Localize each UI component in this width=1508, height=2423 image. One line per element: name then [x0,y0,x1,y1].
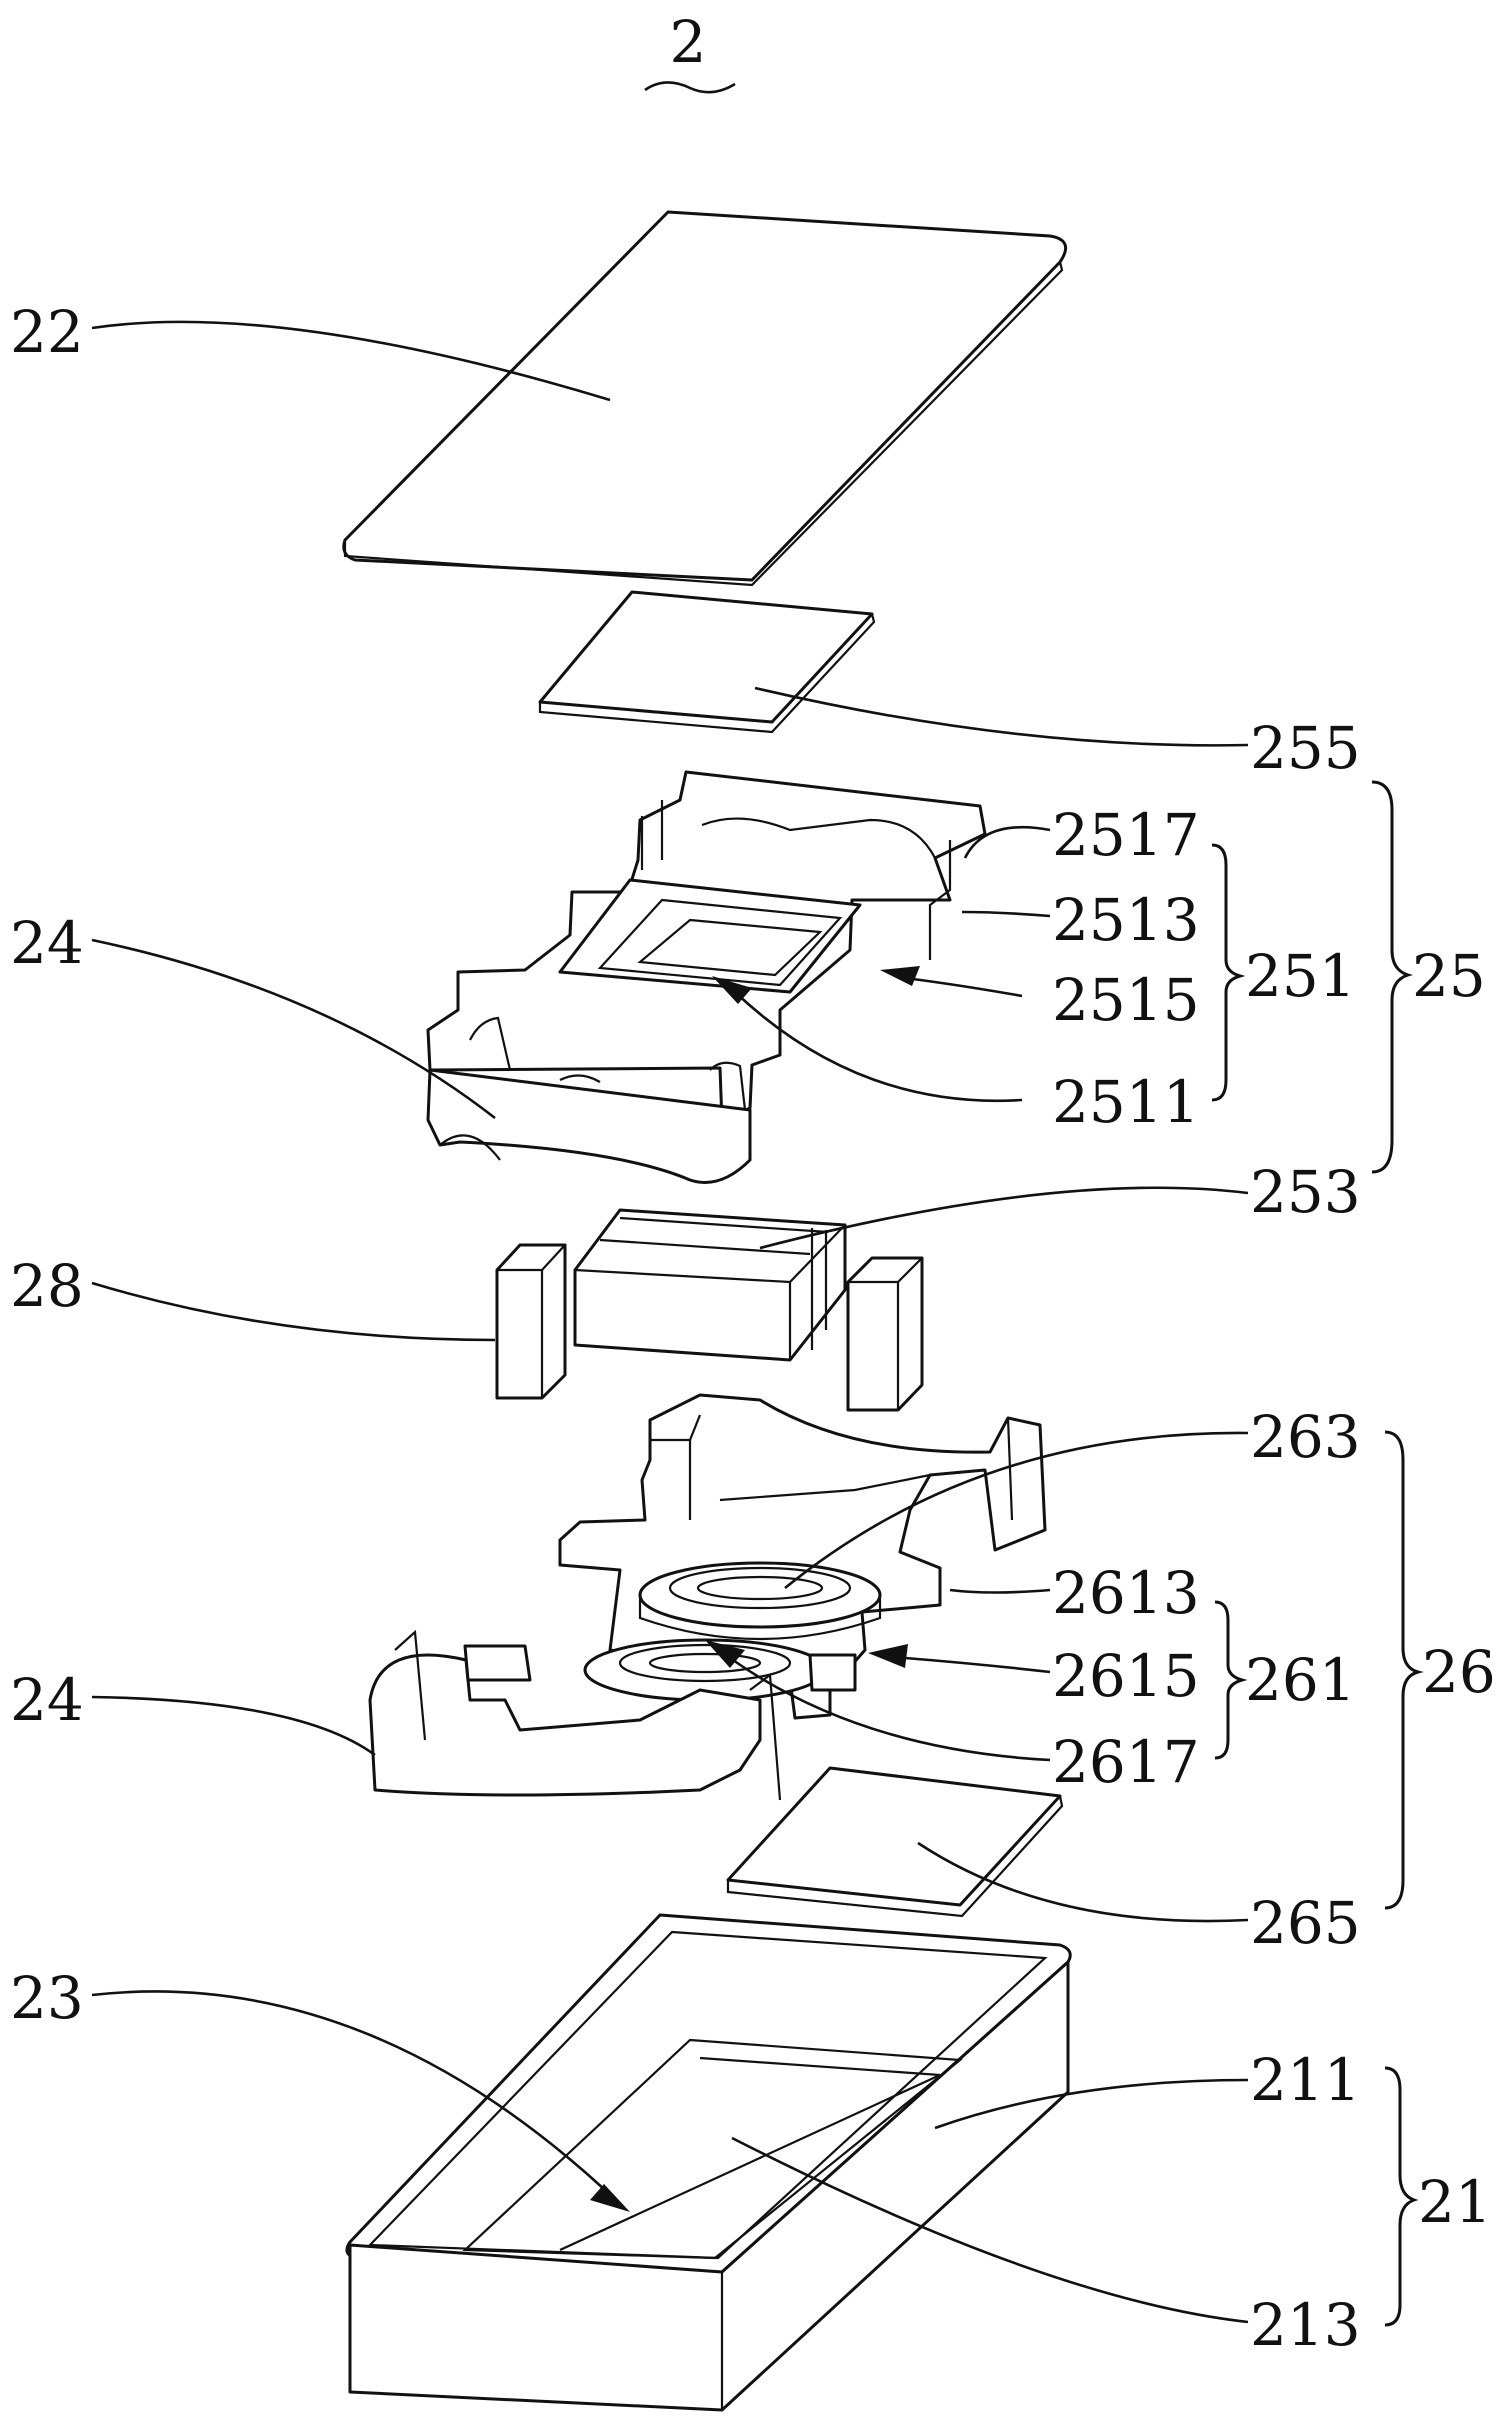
label-21: 21 [1418,2168,1492,2236]
label-26: 26 [1422,1638,1496,1706]
part-255-small-plate [538,590,876,734]
label-263: 263 [1250,1403,1361,1471]
label-2617: 2617 [1052,1728,1200,1796]
figure-number-underline [644,81,736,94]
label-213: 213 [1250,2291,1361,2359]
part-22-cover-plate [342,210,1068,587]
part-265-small-plate [726,1766,1064,1918]
label-2511: 2511 [1052,1068,1200,1136]
label-2615: 2615 [1052,1642,1200,1710]
part-28-right-block [846,1256,924,1412]
leader-lines [91,320,1249,2324]
label-253: 253 [1250,1158,1361,1226]
label-25: 25 [1412,942,1486,1010]
label-23: 23 [10,1964,84,2032]
label-2515: 2515 [1052,966,1200,1034]
label-22: 22 [10,298,84,366]
label-261: 261 [1245,1646,1356,1714]
label-24-lower: 24 [10,1666,84,1734]
label-28: 28 [10,1252,84,1320]
label-265: 265 [1250,1889,1361,1957]
part-21-bottom-case [345,1913,1072,2412]
label-2513: 2513 [1052,886,1200,954]
part-25-upper-frame [426,770,987,1184]
label-211: 211 [1250,2046,1361,2114]
label-251: 251 [1245,942,1356,1010]
reference-labels: 22 255 25 2517 2513 251 2515 24 2511 253… [10,298,1496,2359]
label-24-upper: 24 [10,909,84,977]
label-255: 255 [1250,714,1361,782]
part-26-lower-frame [368,1393,1047,1801]
figure-number: 2 [670,8,707,76]
part-253-magnet-block [573,1208,847,1362]
label-2613: 2613 [1052,1559,1200,1627]
group-braces [1211,780,1424,2327]
part-28-left-block [495,1243,567,1400]
label-2517: 2517 [1052,801,1200,869]
